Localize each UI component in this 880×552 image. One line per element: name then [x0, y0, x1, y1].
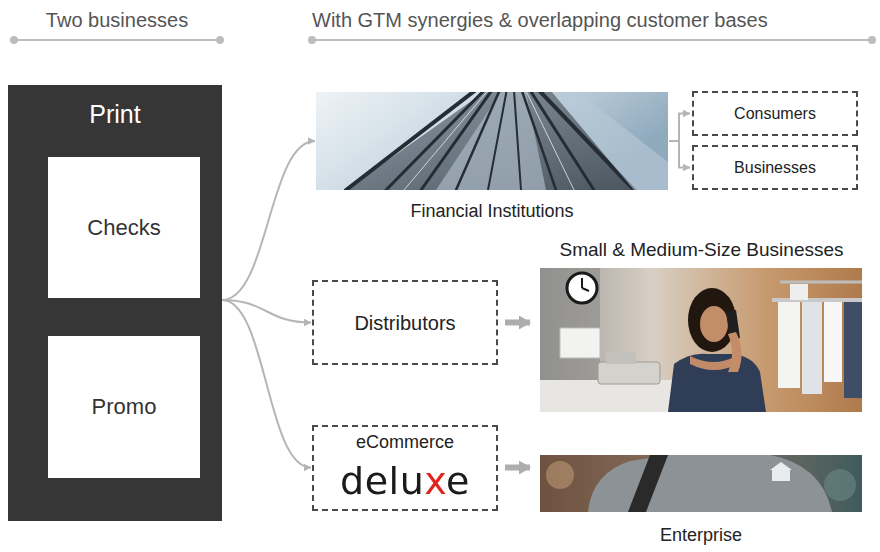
channel-connector	[222, 141, 315, 300]
shop-photo	[540, 268, 862, 412]
rule-dot	[217, 37, 223, 43]
header-rule	[14, 39, 220, 41]
node-label: Checks	[87, 215, 160, 241]
business-box: Promo	[48, 336, 200, 478]
channel-connector	[669, 141, 690, 168]
channel-photo-box: Financial Institutions	[316, 92, 668, 222]
business-panel: ChecksPromo Print	[8, 85, 222, 521]
node-label: Print	[89, 99, 140, 129]
column-heading: Two businesses	[12, 8, 222, 32]
channel-connector	[222, 300, 311, 468]
customer-box: Businesses	[692, 145, 858, 190]
channel-connector	[222, 300, 311, 323]
node-label: eCommerce	[356, 431, 454, 453]
customer-box: Consumers	[692, 91, 858, 136]
customer-photo-box: Small & Medium-Size Businesses	[528, 238, 875, 412]
flow-arrow	[505, 465, 530, 471]
channel-connector	[669, 114, 690, 142]
header-rule	[312, 39, 872, 41]
customer-photo-box: Enterprise	[540, 455, 862, 546]
channel-box: eCommerce deluxe	[312, 425, 498, 511]
node-label: Promo	[92, 394, 157, 420]
node-label: Financial Institutions	[410, 200, 573, 222]
node-label: Distributors	[354, 311, 455, 335]
node-label: Enterprise	[660, 524, 742, 546]
channel-box: Distributors	[312, 280, 498, 365]
node-label: Consumers	[734, 104, 816, 124]
rule-dot	[869, 37, 875, 43]
enterprise-photo	[540, 455, 862, 512]
column-heading: With GTM synergies & overlapping custome…	[312, 8, 874, 32]
flow-arrow	[505, 320, 530, 326]
building-photo	[316, 92, 668, 190]
rule-dot	[11, 37, 17, 43]
node-label: Businesses	[734, 158, 816, 178]
node-label: Small & Medium-Size Businesses	[559, 238, 843, 262]
rule-dot	[309, 37, 315, 43]
business-box: Checks	[48, 157, 200, 298]
brand-logo: deluxe	[340, 459, 470, 503]
